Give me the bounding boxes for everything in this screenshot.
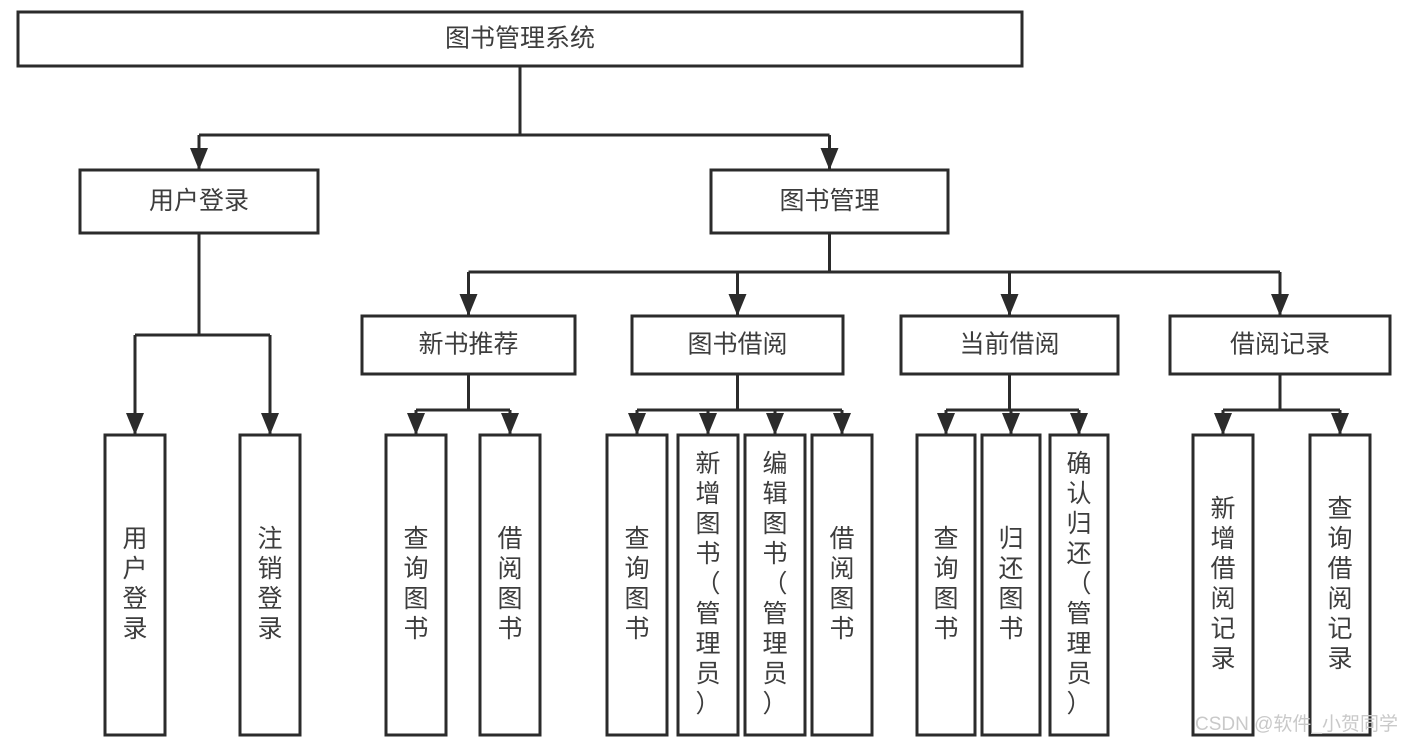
node-box-leaf-query-book-bor: [605, 433, 669, 737]
node-leaf-query-book-rec[interactable]: 查询图书: [384, 433, 448, 737]
node-label-leaf-add-book: 新增图书（管理员）: [695, 450, 720, 718]
node-new-book-rec[interactable]: 新书推荐: [360, 314, 577, 376]
node-box-root: [16, 10, 1024, 68]
arrowhead-to-leaf-borrow-book-rec: [501, 413, 519, 435]
node-box-new-book-rec: [360, 314, 577, 376]
node-box-leaf-query-book-cur: [915, 433, 977, 737]
node-root[interactable]: 图书管理系统: [16, 10, 1024, 68]
node-box-leaf-add-record: [1191, 433, 1255, 737]
node-box-user-login: [78, 168, 320, 235]
node-label-leaf-query-book-rec: 查询图书: [403, 525, 428, 643]
arrowhead-to-book-borrow: [728, 294, 747, 316]
arrowhead-to-leaf-confirm-return: [1070, 413, 1088, 435]
arrowhead-to-leaf-query-book-rec: [407, 413, 425, 435]
node-leaf-user-login[interactable]: 用户登录: [103, 433, 167, 737]
node-label-leaf-borrow-book: 借阅图书: [829, 525, 854, 643]
node-leaf-query-book-cur[interactable]: 查询图书: [915, 433, 977, 737]
arrowhead-to-leaf-query-book-bor: [628, 413, 646, 435]
node-leaf-return-book[interactable]: 归还图书: [980, 433, 1042, 737]
arrowhead-to-user-login: [190, 148, 208, 170]
node-book-borrow[interactable]: 图书借阅: [630, 314, 845, 376]
node-leaf-add-book[interactable]: 新增图书（管理员）: [676, 433, 740, 737]
node-box-leaf-user-logout: [238, 433, 302, 737]
arrowhead-to-leaf-add-book: [699, 413, 717, 435]
node-leaf-add-record[interactable]: 新增借阅记录: [1191, 433, 1255, 737]
arrowhead-to-leaf-return-book: [1002, 413, 1020, 435]
node-book-manage[interactable]: 图书管理: [709, 168, 950, 235]
node-current-borrow[interactable]: 当前借阅: [899, 314, 1120, 376]
node-box-leaf-user-login: [103, 433, 167, 737]
node-leaf-query-book-bor[interactable]: 查询图书: [605, 433, 669, 737]
node-label-borrow-record: 借阅记录: [1230, 331, 1330, 359]
node-leaf-edit-book[interactable]: 编辑图书（管理员）: [743, 433, 807, 737]
node-label-book-borrow: 图书借阅: [687, 331, 787, 359]
node-box-leaf-return-book: [980, 433, 1042, 737]
node-label-leaf-borrow-book-rec: 借阅图书: [497, 525, 522, 643]
arrowhead-to-current-borrow: [1000, 294, 1019, 316]
node-label-leaf-query-book-cur: 查询图书: [933, 525, 958, 643]
arrowhead-to-leaf-edit-book: [766, 413, 784, 435]
node-box-leaf-query-book-rec: [384, 433, 448, 737]
arrowhead-to-leaf-query-record: [1331, 413, 1349, 435]
connector-layer: [126, 66, 1349, 435]
watermark-text: CSDN @软件_小贺同学: [1195, 713, 1398, 735]
node-box-leaf-add-book: [676, 433, 740, 737]
node-leaf-query-record[interactable]: 查询借阅记录: [1308, 433, 1372, 737]
node-label-leaf-confirm-return: 确认归还（管理员）: [1066, 450, 1091, 718]
node-box-current-borrow: [899, 314, 1120, 376]
node-label-book-manage: 图书管理: [779, 187, 879, 215]
node-label-leaf-query-book-bor: 查询图书: [624, 525, 649, 643]
node-leaf-user-logout[interactable]: 注销登录: [238, 433, 302, 737]
node-leaf-borrow-book-rec[interactable]: 借阅图书: [478, 433, 542, 737]
node-label-leaf-return-book: 归还图书: [998, 525, 1023, 643]
node-layer: 图书管理系统用户登录图书管理新书推荐图书借阅当前借阅借阅记录用户登录注销登录查询…: [16, 10, 1392, 737]
node-label-leaf-edit-book: 编辑图书（管理员）: [762, 450, 787, 718]
node-box-leaf-query-record: [1308, 433, 1372, 737]
node-label-leaf-add-record: 新增借阅记录: [1210, 495, 1235, 673]
arrowhead-to-leaf-add-record: [1214, 413, 1232, 435]
node-label-leaf-query-record: 查询借阅记录: [1327, 495, 1352, 673]
node-box-leaf-edit-book: [743, 433, 807, 737]
node-label-new-book-rec: 新书推荐: [418, 331, 518, 359]
node-user-login[interactable]: 用户登录: [78, 168, 320, 235]
node-box-book-manage: [709, 168, 950, 235]
node-borrow-record[interactable]: 借阅记录: [1168, 314, 1392, 376]
node-box-book-borrow: [630, 314, 845, 376]
arrowhead-to-book-manage: [820, 148, 839, 170]
node-label-current-borrow: 当前借阅: [959, 331, 1059, 359]
node-label-user-login: 用户登录: [149, 187, 249, 215]
node-box-leaf-borrow-book: [810, 433, 874, 737]
arrowhead-to-leaf-query-book-cur: [937, 413, 955, 435]
node-leaf-borrow-book[interactable]: 借阅图书: [810, 433, 874, 737]
node-box-leaf-borrow-book-rec: [478, 433, 542, 737]
node-box-borrow-record: [1168, 314, 1392, 376]
arrowhead-to-leaf-user-logout: [261, 413, 279, 435]
arrowhead-to-borrow-record: [1271, 294, 1289, 316]
arrowhead-to-leaf-borrow-book: [833, 413, 851, 435]
node-label-root: 图书管理系统: [445, 25, 595, 53]
node-label-leaf-user-login: 用户登录: [122, 525, 147, 643]
node-leaf-confirm-return[interactable]: 确认归还（管理员）: [1048, 433, 1110, 737]
arrowhead-to-new-book-rec: [459, 294, 478, 316]
arrowhead-to-leaf-user-login: [126, 413, 144, 435]
node-label-leaf-user-logout: 注销登录: [257, 525, 282, 643]
node-box-leaf-confirm-return: [1048, 433, 1110, 737]
